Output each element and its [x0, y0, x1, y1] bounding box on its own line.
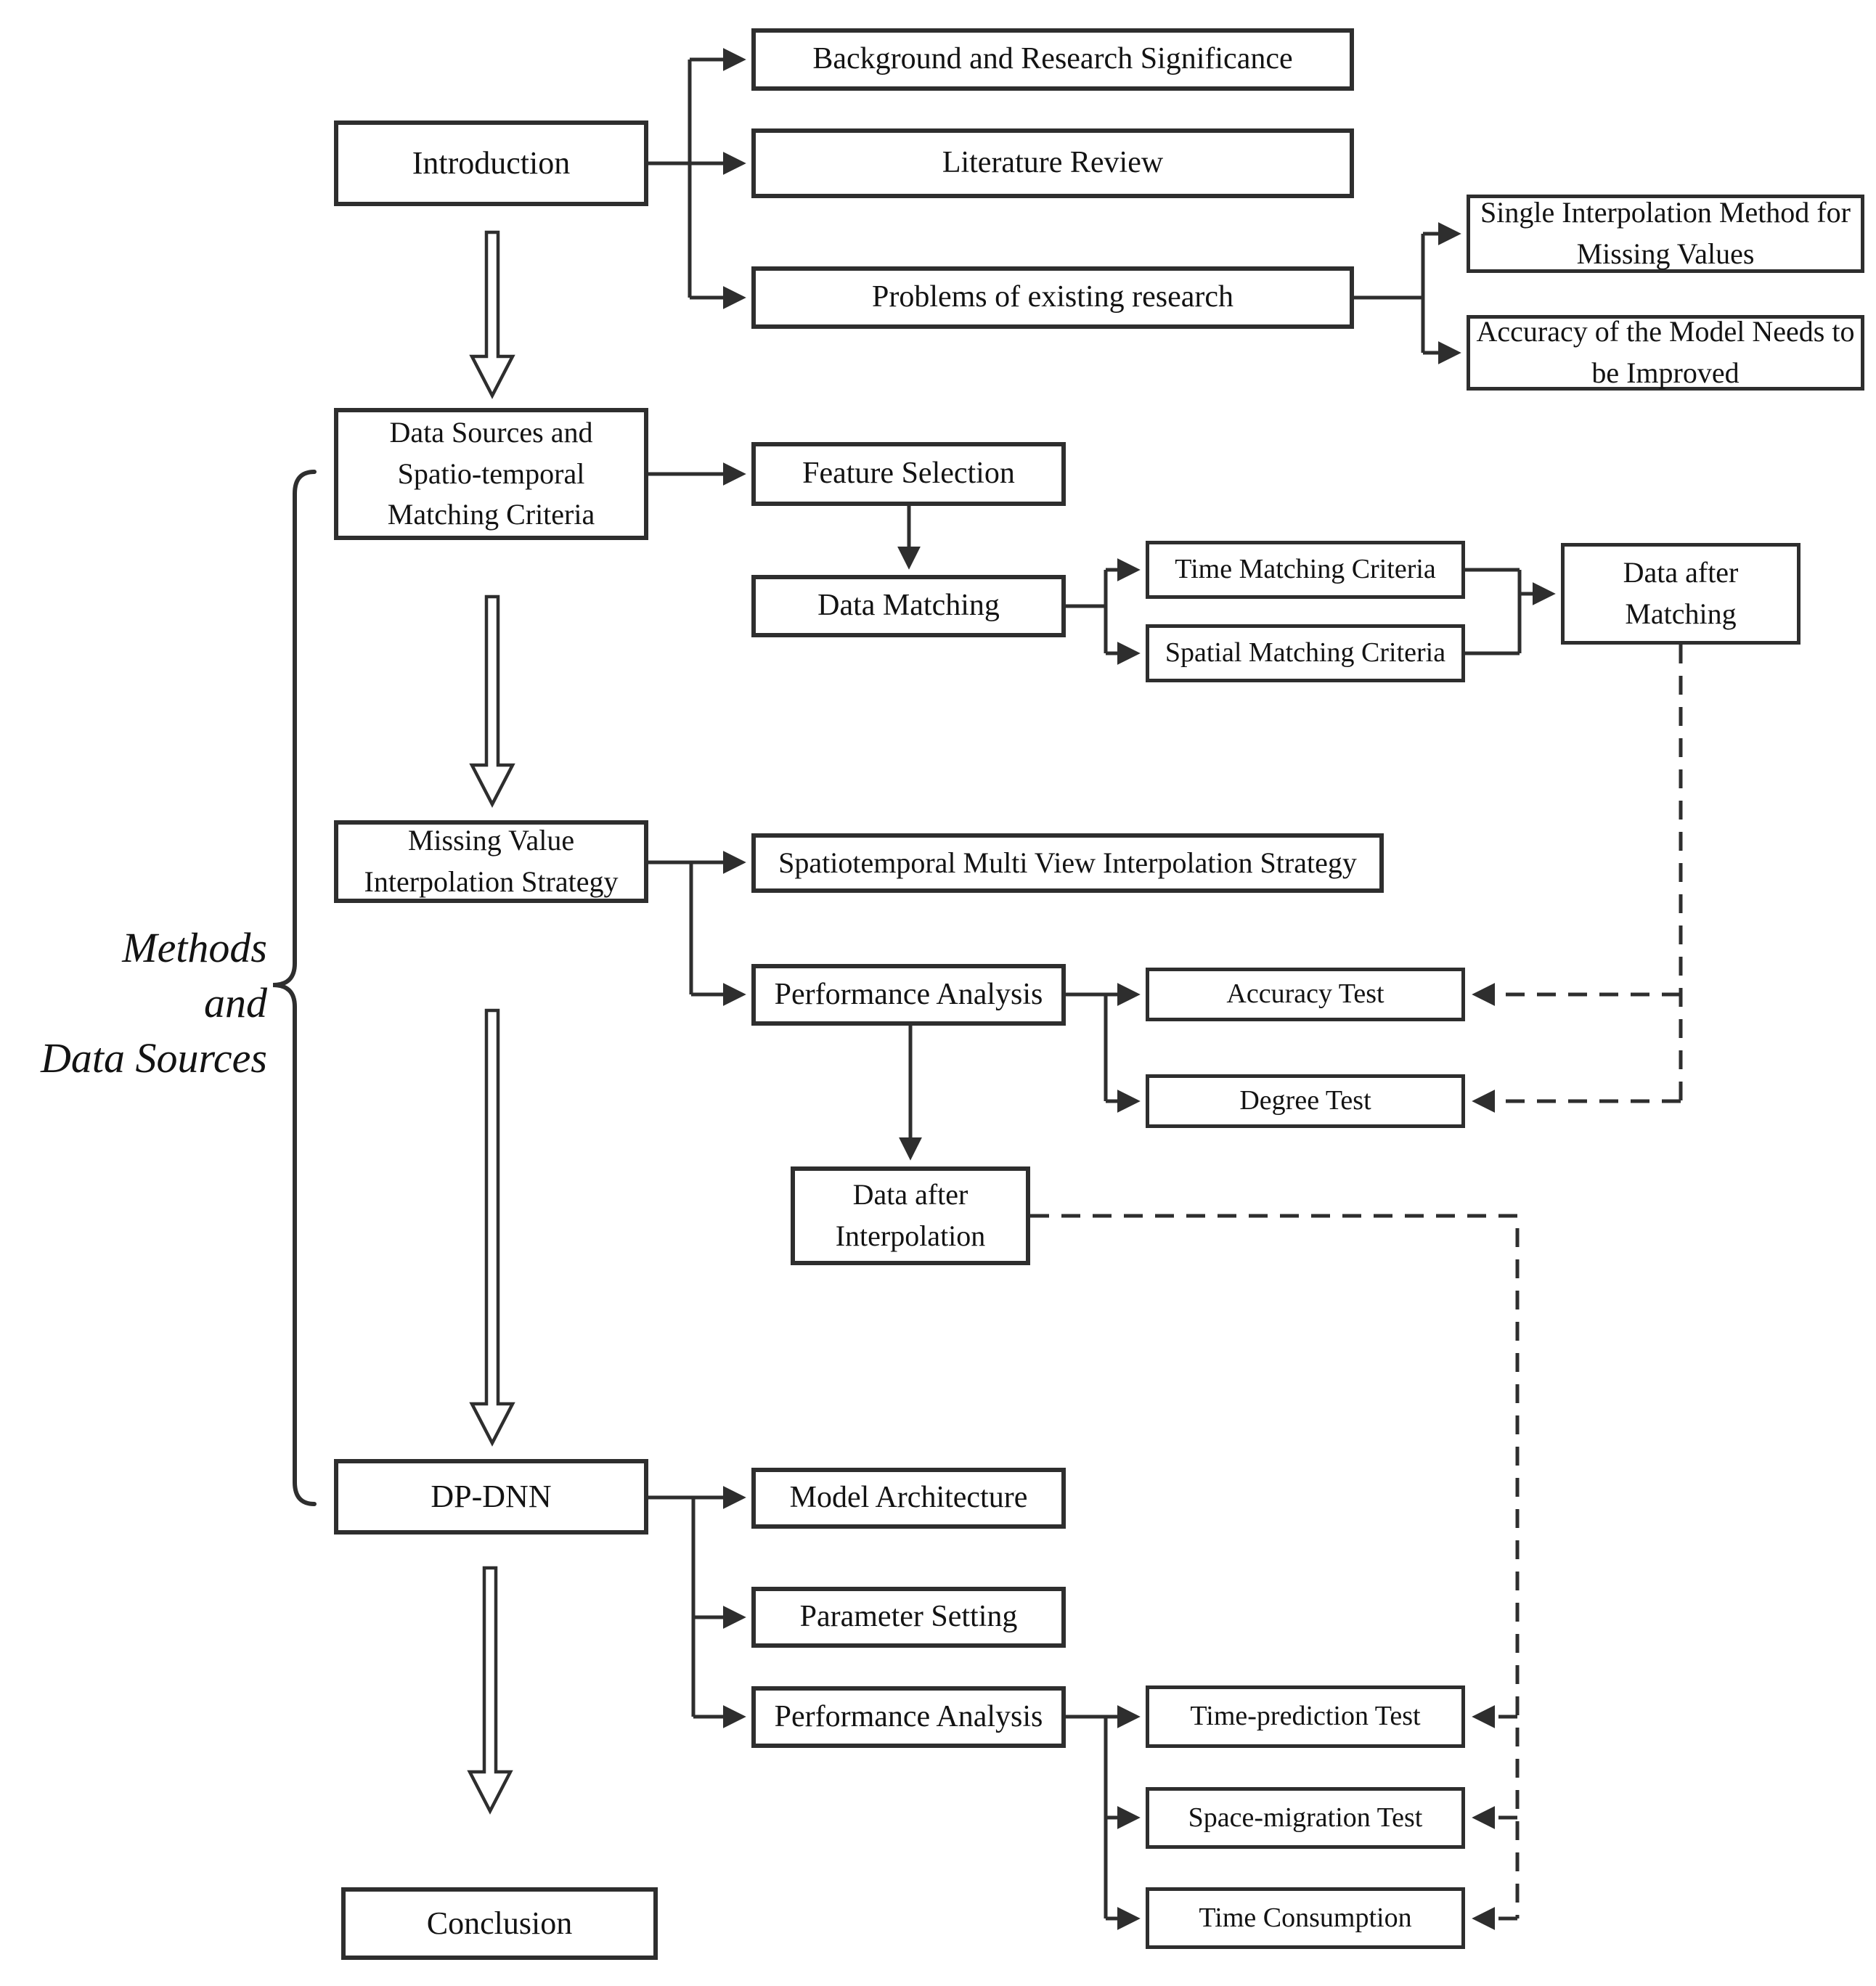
- flow-arrow-missing-value-to-dp-dnn: [469, 1008, 515, 1447]
- flow-arrow-dp-dnn-to-conclusion: [467, 1566, 513, 1815]
- node-degree-test: Degree Test: [1146, 1074, 1465, 1128]
- section-brace: [272, 470, 317, 1506]
- connector-missing-value-trunk: [648, 860, 693, 994]
- node-performance-analysis-dp-dnn: Performance Analysis: [751, 1686, 1066, 1748]
- node-missing-value-interpolation-strategy: Missing Value Interpolation Strategy: [334, 820, 648, 903]
- node-literature-review: Literature Review: [751, 128, 1354, 198]
- node-dp-dnn: DP-DNN: [334, 1459, 648, 1535]
- node-data-matching: Data Matching: [751, 575, 1066, 637]
- connector-problems-trunk: [1354, 234, 1425, 353]
- node-time-matching-criteria: Time Matching Criteria: [1146, 541, 1465, 599]
- connector-matching-merge-trunk: [1465, 568, 1522, 655]
- node-model-architecture: Model Architecture: [751, 1468, 1066, 1529]
- connector-dp-dnn-trunk: [648, 1495, 696, 1717]
- node-problems-of-existing-research: Problems of existing research: [751, 266, 1354, 329]
- node-data-sources: Data Sources and Spatio-temporal Matchin…: [334, 408, 648, 540]
- node-parameter-setting: Parameter Setting: [751, 1587, 1066, 1648]
- node-single-interpolation-method: Single Interpolation Method for Missing …: [1467, 195, 1864, 273]
- node-accuracy-of-model-needs-improved: Accuracy of the Model Needs to be Improv…: [1467, 315, 1864, 391]
- node-data-after-interpolation: Data after Interpolation: [791, 1166, 1030, 1265]
- node-introduction: Introduction: [334, 120, 648, 206]
- node-time-prediction-test: Time-prediction Test: [1146, 1685, 1465, 1748]
- node-background-and-research-significance: Background and Research Significance: [751, 28, 1354, 91]
- node-accuracy-test: Accuracy Test: [1146, 968, 1465, 1021]
- node-spatial-matching-criteria: Spatial Matching Criteria: [1146, 624, 1465, 682]
- flow-arrow-introduction-to-data-sources: [469, 230, 515, 399]
- dashed-data-after-interpolation-trunk: [1030, 1214, 1520, 1918]
- node-data-after-matching: Data after Matching: [1561, 543, 1800, 645]
- flow-arrow-data-sources-to-missing-value: [469, 594, 515, 808]
- node-time-consumption: Time Consumption: [1146, 1887, 1465, 1949]
- section-label-methods-and-data-sources: Methods and Data Sources: [41, 924, 267, 1082]
- connector-data-matching-trunk: [1066, 570, 1108, 653]
- connector-introduction-trunk: [648, 60, 692, 298]
- node-space-migration-test: Space-migration Test: [1146, 1787, 1465, 1849]
- node-performance-analysis-interpolation: Performance Analysis: [751, 964, 1066, 1026]
- node-conclusion: Conclusion: [341, 1887, 658, 1960]
- node-feature-selection: Feature Selection: [751, 442, 1066, 506]
- node-spatiotemporal-multi-view-interpolation-strategy: Spatiotemporal Multi View Interpolation …: [751, 833, 1384, 893]
